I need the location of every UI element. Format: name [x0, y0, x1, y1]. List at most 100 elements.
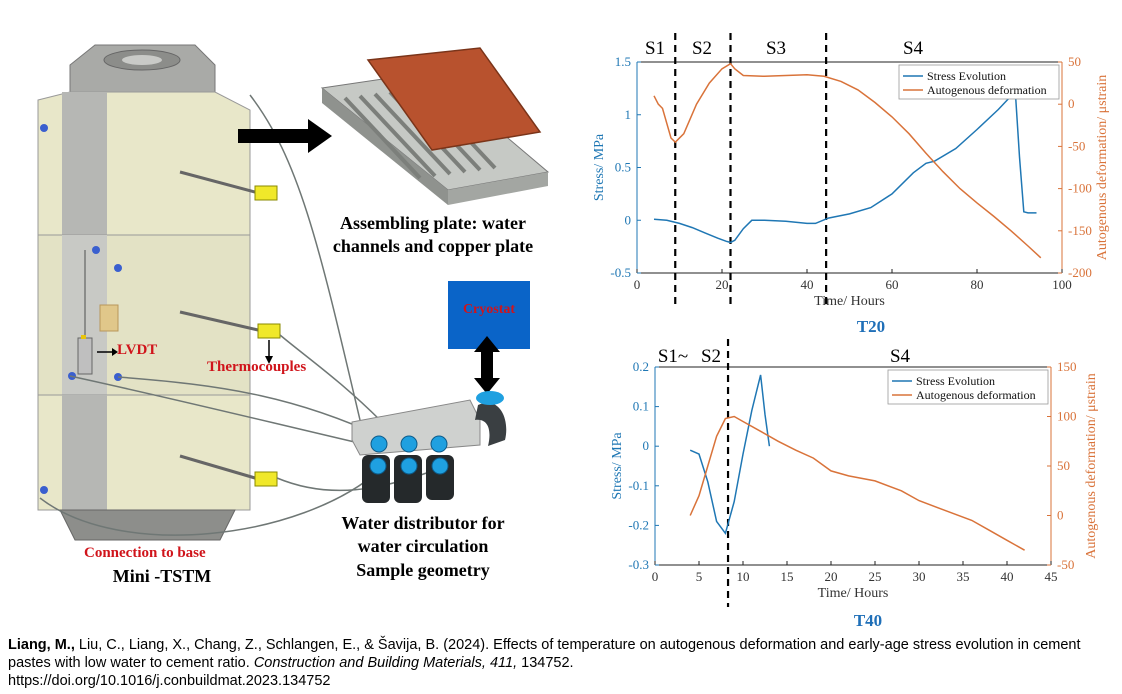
rod-middle — [179, 310, 259, 332]
x-tick-label: 15 — [781, 569, 794, 584]
thermocouple-arrowhead — [265, 356, 273, 364]
assembling-plate-label: Assembling plate: water channels and cop… — [332, 213, 534, 256]
y-right-tick-label: -200 — [1068, 265, 1092, 280]
x-axis-label: Time/ Hours — [818, 586, 889, 601]
x-tick-label: 30 — [913, 569, 926, 584]
y-right-axis-label: Autogenous deformation/ μstrain — [1095, 75, 1110, 261]
thermocouples-label: Thermocouples — [207, 359, 307, 375]
deformation-series-line — [653, 62, 1042, 259]
y-left-tick-label: -0.1 — [628, 478, 649, 493]
y-right-tick-label: -50 — [1057, 557, 1074, 572]
y-left-tick-label: 0 — [625, 212, 632, 227]
mini-tstm-label: Mini -TSTM — [112, 566, 212, 586]
cryostat-arrow-shaft — [481, 350, 493, 380]
citation: Liang, M., Liu, C., Liang, X., Chang, Z.… — [8, 636, 1108, 690]
upper-side-plate — [62, 92, 107, 237]
y-right-tick-label: -100 — [1068, 181, 1092, 196]
plate-arrow-shaft — [238, 129, 312, 143]
screw-2 — [92, 246, 100, 254]
assembling-plate-side — [448, 172, 548, 205]
distributor-elbow-fitting — [476, 391, 504, 405]
apparatus-illustration — [37, 44, 550, 541]
stage-label: S4 — [890, 346, 911, 367]
thermocouple-connector-3 — [254, 471, 278, 487]
legend-box — [887, 369, 1049, 405]
y-right-tick-label: 0 — [1057, 508, 1064, 523]
screw-3 — [114, 264, 122, 272]
sample-geometry-label: Sample geometry — [356, 560, 490, 580]
distributor-elbow — [475, 402, 507, 446]
legend-label: Stress Evolution — [927, 69, 1006, 83]
citation-authors-bold: Liang, M., — [8, 637, 75, 653]
stage-label: S2 — [701, 346, 721, 367]
x-tick-label: 35 — [957, 569, 970, 584]
legend-box — [898, 64, 1060, 100]
sample-window — [99, 304, 119, 332]
y-left-tick-label: 0.1 — [633, 399, 649, 414]
x-tick-label: 20 — [716, 277, 729, 292]
water-distributor-label: Water distributor for water circulation — [341, 513, 505, 556]
citation-journal: Construction and Building Materials, 411… — [253, 655, 518, 671]
cryostat-arrow-up — [474, 336, 500, 352]
citation-doi[interactable]: https://doi.org/10.1016/j.conbuildmat.20… — [8, 673, 331, 689]
rod-bottom — [179, 454, 256, 480]
y-left-tick-label: -0.5 — [610, 265, 631, 280]
cryostat-arrow-down — [474, 378, 500, 394]
connection-label: Connection to base — [84, 545, 206, 561]
x-tick-label: 40 — [1001, 569, 1014, 584]
x-tick-label: 0 — [652, 569, 659, 584]
chart-caption: T40 — [854, 611, 882, 630]
lower-side-plate — [62, 395, 107, 510]
y-left-tick-label: 1 — [625, 107, 632, 122]
y-right-tick-label: 0 — [1068, 96, 1075, 111]
x-tick-label: 10 — [737, 569, 750, 584]
top-cap-hole — [122, 55, 162, 65]
y-right-tick-label: 150 — [1057, 359, 1077, 374]
lvdt-arrowhead — [112, 348, 118, 356]
stage-label: S4 — [903, 38, 924, 59]
cryostat-label: Cryostat — [462, 302, 516, 317]
stage-label: S1 — [645, 38, 665, 59]
y-right-tick-label: -50 — [1068, 138, 1085, 153]
stage-label: S3 — [766, 38, 786, 59]
lvdt-sensor — [77, 337, 93, 375]
y-right-tick-label: 50 — [1068, 54, 1081, 69]
y-left-tick-label: 1.5 — [615, 54, 631, 69]
thermocouple-connector-1 — [254, 185, 278, 201]
screw-6 — [40, 486, 48, 494]
lvdt-tip — [81, 335, 86, 339]
y-left-axis-label: Stress/ MPa — [592, 133, 607, 201]
y-left-tick-label: 0 — [643, 438, 650, 453]
x-tick-label: 40 — [801, 277, 814, 292]
legend-label: Stress Evolution — [916, 374, 995, 388]
y-left-axis-label: Stress/ MPa — [610, 432, 625, 500]
y-right-tick-label: -150 — [1068, 223, 1092, 238]
citation-authors-rest: Liu, C., Liang, X., Chang, Z., Schlangen… — [8, 637, 1081, 671]
stress-series-line — [689, 374, 771, 535]
x-tick-label: 80 — [971, 277, 984, 292]
x-axis-label: Time/ Hours — [814, 294, 885, 309]
x-tick-label: 25 — [869, 569, 882, 584]
distributor-outlets — [362, 435, 454, 503]
legend-label: Autogenous deformation — [916, 388, 1036, 402]
chart-caption: T20 — [857, 317, 885, 336]
y-left-tick-label: -0.3 — [628, 557, 649, 572]
y-left-tick-label: 0.2 — [633, 359, 649, 374]
cryostat-box — [448, 281, 530, 349]
hose-5 — [249, 94, 361, 421]
stage-label: S2 — [692, 38, 712, 59]
stage-label: S1~ — [658, 346, 688, 367]
copper-plate — [366, 47, 542, 151]
y-left-tick-label: -0.2 — [628, 517, 649, 532]
legend-label: Autogenous deformation — [927, 83, 1047, 97]
x-tick-label: 20 — [825, 569, 838, 584]
hose-3 — [39, 469, 381, 536]
lvdt-label: LVDT — [117, 342, 158, 358]
y-right-tick-label: 50 — [1057, 458, 1070, 473]
x-tick-label: 60 — [886, 277, 899, 292]
plate-arrow-head — [308, 119, 332, 153]
x-tick-label: 100 — [1052, 277, 1072, 292]
hose-6 — [279, 334, 386, 426]
